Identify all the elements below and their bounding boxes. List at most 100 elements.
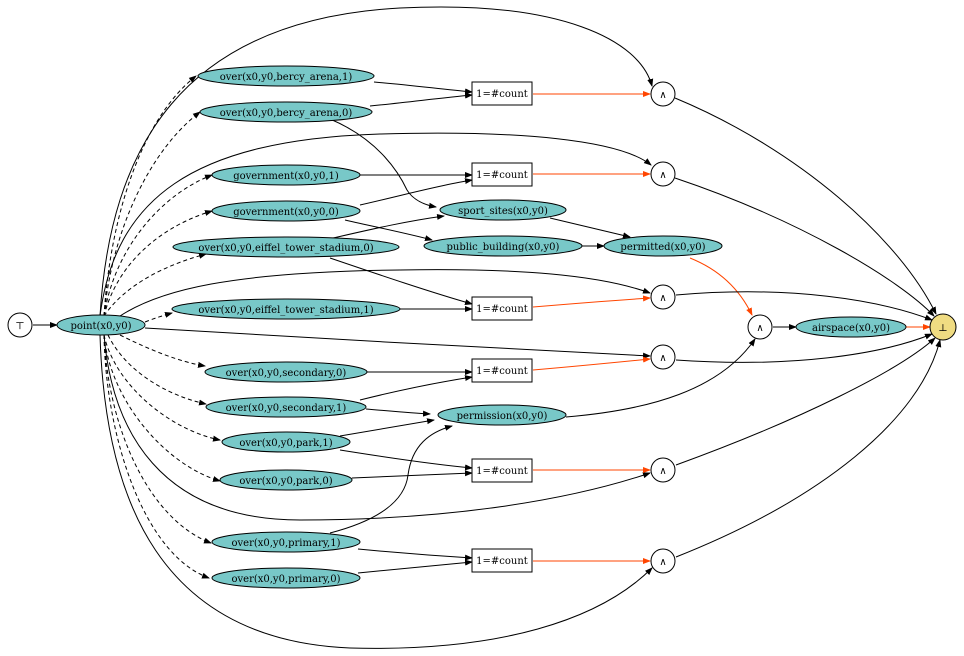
edge-park1-permission xyxy=(339,418,435,437)
eiffel0-node xyxy=(172,236,400,258)
prim1-node xyxy=(211,531,361,553)
edge-permission-and7 xyxy=(565,338,756,418)
count-box-1 xyxy=(471,81,533,106)
count-box-1-label: 1=#count xyxy=(476,89,528,100)
and-node-5-label: ∧ xyxy=(659,466,666,477)
edge-point-and1 xyxy=(99,6,654,317)
park1-node xyxy=(221,431,351,453)
and-node-2-label: ∧ xyxy=(659,170,666,181)
bottom-node xyxy=(929,313,957,341)
airspace-node xyxy=(795,316,907,338)
count-box-6 xyxy=(471,548,533,573)
edge-bercy0-sport xyxy=(329,118,437,209)
count-box-3 xyxy=(471,296,533,321)
bottom-node-label: ⊥ xyxy=(938,323,947,334)
sec0-node-label: over(x0,y0,secondary,0) xyxy=(226,368,347,379)
and-node-4-label: ∧ xyxy=(659,353,666,364)
sport-node xyxy=(439,199,567,221)
edge-point-eiffel0 xyxy=(103,252,207,317)
park0-node xyxy=(219,469,353,491)
eiffel1-node xyxy=(171,298,401,320)
and-node-5 xyxy=(650,457,676,483)
prim1-node-label: over(x0,y0,primary,1) xyxy=(231,538,340,549)
prim0-node xyxy=(211,567,361,589)
edge-sport-permitted xyxy=(549,217,631,239)
count-box-3-label: 1=#count xyxy=(476,304,528,315)
count-box-2-label: 1=#count xyxy=(476,170,528,181)
top-node xyxy=(7,312,33,338)
gov1-node-label: government(x0,y0,1) xyxy=(233,171,339,182)
top-node-label: ⊤ xyxy=(15,321,24,332)
edge-point-gov1 xyxy=(103,174,213,317)
permission-node-label: permission(x0,y0) xyxy=(457,411,548,422)
edge-bercy1-count1 xyxy=(373,81,473,95)
sec1-node-label: over(x0,y0,secondary,1) xyxy=(226,403,347,414)
edge-count3-and3 xyxy=(532,295,651,308)
edge-sec1-count4 xyxy=(359,375,473,401)
and-node-6 xyxy=(650,548,676,574)
edge-point-gov0 xyxy=(103,210,213,317)
bercy1-node-label: over(x0,y0,bercy_arena,1) xyxy=(220,72,353,83)
and-node-7-label: ∧ xyxy=(756,323,763,334)
edge-and4-bottom xyxy=(675,333,933,363)
gov0-node-label: government(x0,y0,0) xyxy=(233,207,339,218)
edge-eiffel0-count3 xyxy=(329,257,473,305)
and-node-1-label: ∧ xyxy=(659,90,666,101)
edge-gov0-count2 xyxy=(359,178,473,206)
edge-sec1-permission xyxy=(365,408,431,417)
edges xyxy=(33,6,942,649)
edge-bercy0-count1 xyxy=(369,92,473,107)
eiffel0-node-label: over(x0,y0,eiffel_tower_stadium,0) xyxy=(198,243,373,254)
and-node-3 xyxy=(650,284,676,310)
airspace-node-label: airspace(x0,y0) xyxy=(812,323,890,334)
eiffel1-node-label: over(x0,y0,eiffel_tower_stadium,1) xyxy=(198,305,373,316)
and-node-2 xyxy=(650,161,676,187)
edge-point-park0 xyxy=(103,334,221,482)
public-node-label: public_building(x0,y0) xyxy=(447,242,560,253)
gov0-node xyxy=(211,200,361,222)
permission-node xyxy=(437,404,567,426)
permitted-node-label: permitted(x0,y0) xyxy=(620,242,705,253)
bercy0-node xyxy=(199,101,373,123)
edge-and6-bottom xyxy=(675,339,942,558)
count-box-6-label: 1=#count xyxy=(476,556,528,567)
edge-park0-count5 xyxy=(351,470,473,479)
edge-and3-bottom xyxy=(675,291,933,321)
and-node-7 xyxy=(747,314,773,340)
permitted-node xyxy=(603,235,723,257)
and-node-1 xyxy=(650,81,676,107)
park1-node-label: over(x0,y0,park,1) xyxy=(239,438,332,449)
gov1-node xyxy=(211,164,361,186)
count-box-5-label: 1=#count xyxy=(476,466,528,477)
edge-prim0-count6 xyxy=(357,559,473,574)
edge-prim1-permission xyxy=(329,424,453,534)
edge-point-bercy0 xyxy=(103,111,201,317)
edge-point-eiffel1 xyxy=(144,312,173,323)
edge-prim1-count6 xyxy=(357,548,473,561)
sec1-node xyxy=(205,396,367,418)
sec0-node xyxy=(204,361,368,383)
edge-point-park1 xyxy=(103,334,221,442)
and-node-4 xyxy=(650,344,676,370)
edge-permitted-and7 xyxy=(689,257,753,316)
bercy1-node xyxy=(197,65,375,87)
count-box-5 xyxy=(471,458,533,483)
edge-point-and4 xyxy=(144,327,651,359)
and-node-3-label: ∧ xyxy=(659,293,666,304)
edge-point-sec0 xyxy=(119,334,206,368)
edge-point-and3 xyxy=(119,269,651,317)
edge-point-bercy1 xyxy=(103,75,197,317)
edge-count4-and4 xyxy=(532,356,651,371)
edge-point-prim1 xyxy=(103,334,212,544)
edge-point-prim0 xyxy=(103,334,210,579)
edge-point-and2 xyxy=(99,132,652,317)
edge-and2-bottom xyxy=(674,177,935,317)
count-box-4-label: 1=#count xyxy=(476,366,528,377)
edge-and5-bottom xyxy=(675,337,936,466)
edge-park1-count5 xyxy=(339,449,473,471)
nodes: ⊤ point(x0,y0) over(x0,y0,bercy_arena,1)… xyxy=(7,65,957,589)
prim0-node-label: over(x0,y0,primary,0) xyxy=(231,574,340,585)
edge-point-and6 xyxy=(99,334,653,649)
edge-point-sec1 xyxy=(107,334,207,406)
sport-node-label: sport_sites(x0,y0) xyxy=(458,206,548,217)
